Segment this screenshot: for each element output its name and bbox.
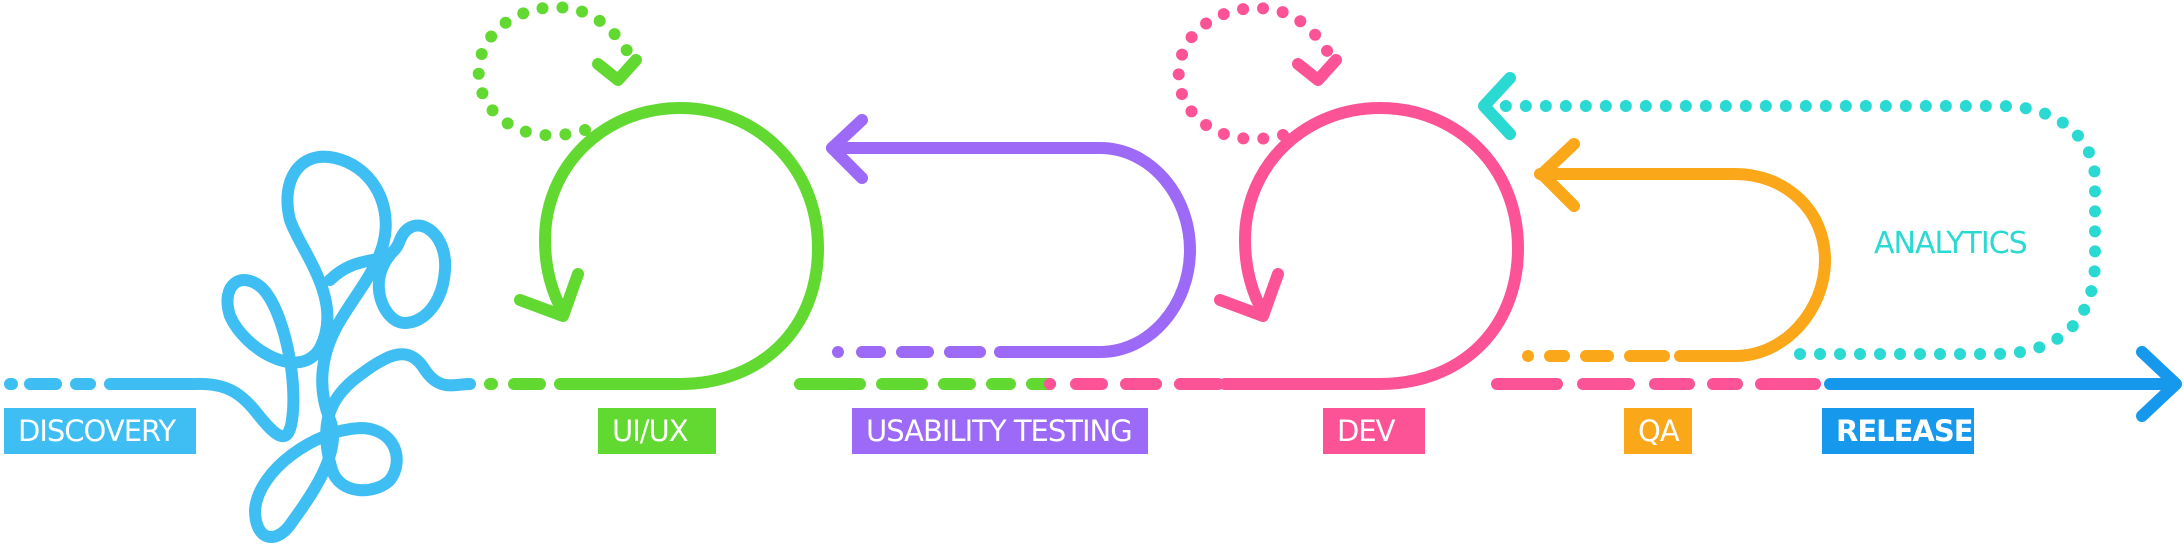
usability-loop: [826, 114, 1196, 358]
uiux-loop: [472, 1, 1056, 390]
release-arrow: [1824, 346, 2182, 422]
label-qa: QA: [1624, 408, 1692, 454]
label-analytics: ANALYTICS: [1874, 226, 2028, 261]
label-discovery: DISCOVERY: [4, 408, 196, 454]
label-release: RELEASE: [1822, 408, 1974, 454]
qa-loop: [1522, 138, 1831, 362]
label-dev: DEV: [1323, 408, 1425, 454]
analytics-feedback-loop: [1478, 72, 2101, 360]
label-uiux: UI/UX: [598, 408, 716, 454]
dev-loop: [1044, 2, 1821, 390]
discovery-tangle-icon: [189, 150, 476, 543]
discovery-timeline: [4, 150, 476, 543]
label-usability-testing: USABILITY TESTING: [852, 408, 1148, 454]
